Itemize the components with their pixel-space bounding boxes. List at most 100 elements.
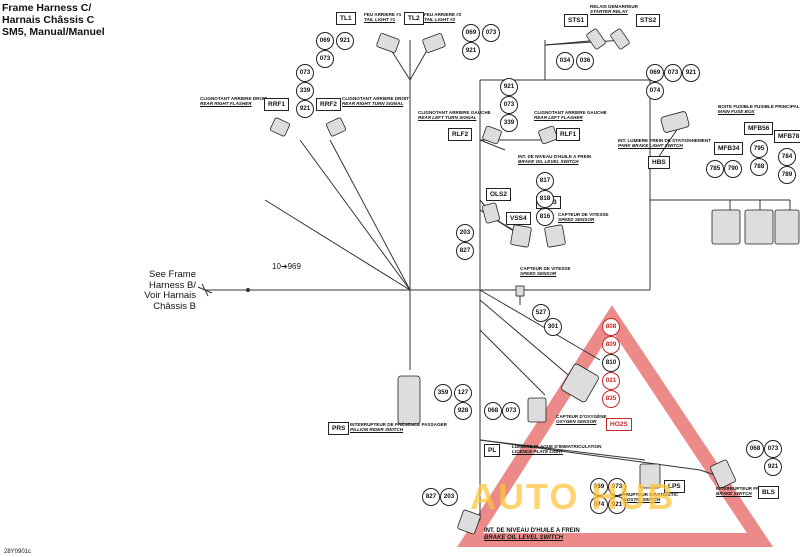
wire-tl2-069: 069 [462,24,480,42]
tag-sts2[interactable]: STS2 [636,14,661,27]
diagnostic-switch-connector [639,463,661,489]
wire-bls-073: 073 [764,440,782,458]
wire-hbs-074: 074 [646,82,664,100]
wire-mfb56-788: 788 [750,158,768,176]
wire-hbs-069: 069 [646,64,664,82]
oil-level-switch-connector-bottom [457,509,481,535]
wire-lps-069: 069 [590,478,608,496]
wire-mfb34-785: 785 [706,160,724,178]
wire-ho2s-810: 810 [602,354,620,372]
tag-bls[interactable]: BLS [758,486,779,499]
tag-hbs[interactable]: HBS [648,156,670,169]
wire-rlf-339: 339 [500,114,518,132]
starter-relay-connector-2 [610,28,630,50]
wire-ho2s-808: 808 [602,318,620,336]
wire-spd-527: 527 [532,304,550,322]
wire-prs-359: 359 [434,384,452,402]
rear-right-flasher-connector-2 [326,117,346,137]
tag-mfb56[interactable]: MFB56 [744,122,774,135]
wire-lps-073: 073 [608,478,626,496]
diagram-title: Frame Harness C/ Harnais Châssis C SM5, … [2,2,105,38]
wire-hbs-921: 921 [682,64,700,82]
wire-rlf-921: 921 [500,78,518,96]
wire-tl1-073: 073 [316,50,334,68]
speed-sensor-plug [515,285,525,297]
wire-hbs-073: 073 [664,64,682,82]
tail-light-1-connector [376,33,400,53]
rear-right-flasher-connector-1 [270,117,290,137]
wire-vss-817: 817 [536,172,554,190]
wire-tl1-921: 921 [336,32,354,50]
tag-lps[interactable]: LPS [664,480,685,493]
drawing-code: 28Y0901c [4,549,32,555]
watermark-triangle [457,305,774,547]
tag-prs[interactable]: PRS [328,422,350,435]
tag-pl[interactable]: PL [484,444,501,457]
wire-spd-301: 301 [544,318,562,336]
tag-tl1[interactable]: TL1 [336,12,356,25]
wire-mfb78-789: 789 [778,166,796,184]
wire-pl-073: 073 [502,402,520,420]
tag-mfb78[interactable]: MFB78 [774,130,800,143]
tag-sts1[interactable]: STS1 [564,14,589,27]
wire-tl2-921: 921 [462,42,480,60]
speed-sensor-connector-3 [544,224,566,248]
wire-tl1-069: 069 [316,32,334,50]
brake-switch-connector [710,459,736,489]
watermark-text: AUTO HUB [470,476,676,517]
wire-lps-074: 074 [590,496,608,514]
wire-rrf-339: 339 [296,82,314,100]
licence-plate-connector [527,397,547,423]
speed-sensor-connector-4 [510,224,532,248]
tag-mfb34[interactable]: MFB34 [714,142,744,155]
splice-dot [245,287,251,293]
tag-vss4[interactable]: VSS4 [506,212,531,225]
wire-ho2s-809: 809 [602,336,620,354]
pillion-switch-connector [397,375,421,425]
tag-rlf2[interactable]: RLF2 [448,128,473,141]
wire-rlf-073: 073 [500,96,518,114]
tag-tl2[interactable]: TL2 [404,12,424,25]
wire-mfb34-790: 790 [724,160,742,178]
fuse-box-connector-78 [774,209,800,245]
tail-light-2-connector [422,33,446,53]
wire-rrf-921: 921 [296,100,314,118]
tag-ols2[interactable]: OLS2 [486,188,511,201]
rear-left-signal-connector-2 [538,125,558,145]
fuse-box-connector-34 [711,209,741,245]
wire-tl2-073: 073 [482,24,500,42]
wire-sts-036: 036 [576,52,594,70]
tag-rrf1[interactable]: RRF1 [264,98,289,111]
wire-prs-127: 127 [454,384,472,402]
tag-rlf1[interactable]: RLF1 [556,128,581,141]
rear-left-signal-connector-1 [482,125,502,145]
wire-sts-034: 034 [556,52,574,70]
wire-mfb78-784: 784 [778,148,796,166]
wire-mfb56-795: 795 [750,140,768,158]
oxygen-sensor-connector [561,363,599,403]
tag-ho2s[interactable]: HO2S [606,418,632,431]
tag-rrf2[interactable]: RRF2 [316,98,341,111]
wire-vss-818: 818 [536,190,554,208]
wire-ols-bot-203: 203 [440,488,458,506]
splice-label: 10➔969 [272,262,301,271]
wire-ho2s-835: 835 [602,390,620,408]
wire-rrf-073: 073 [296,64,314,82]
